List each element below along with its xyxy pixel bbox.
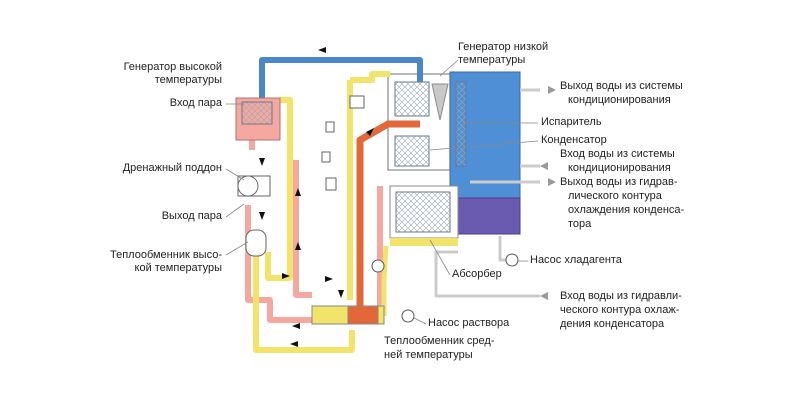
evaporator-coil [455, 81, 467, 167]
label-ac-out-2: кондиционирования [568, 94, 671, 106]
control-instruments [321, 95, 365, 191]
label-evaporator: Испаритель [541, 116, 602, 128]
label-cool-out-2: лического контура [568, 190, 662, 202]
weak-solution-pipe-absorber [381, 245, 389, 316]
arrow-down-center [338, 290, 344, 298]
absorber-coil [395, 191, 451, 233]
pipe-flow-arrows [259, 47, 374, 347]
label-cool-out-4: тора [568, 218, 592, 230]
arrow-up-pipe [295, 242, 301, 250]
absorber-purple-section [449, 197, 521, 235]
strong-solution-pipe [356, 120, 420, 312]
label-mid-exchanger-1: Теплообменник сред- [384, 335, 495, 347]
lp-generator-divider [431, 83, 449, 121]
absorber-sump [390, 238, 458, 246]
flow-arrows [540, 86, 556, 300]
drain-pan-frame [237, 175, 271, 197]
arrow-vapor [318, 47, 326, 53]
arrow-left-bottom-2 [290, 341, 298, 347]
hot-solution-pipe-left [245, 140, 312, 323]
label-hp-generator-1: Генератор высокой [123, 61, 222, 73]
label-absorber: Абсорбер [452, 268, 502, 280]
hot-solution-pipe-up [293, 160, 312, 298]
arrow-chilled-out [548, 86, 556, 94]
refrigerant-pump [505, 253, 519, 267]
control-valve [321, 151, 331, 163]
label-mid-exchanger-2: ней температуры [384, 349, 473, 361]
label-hp-exchanger-1: Теплообменник высо- [109, 249, 222, 261]
label-steam-out: Выход пара [161, 210, 222, 222]
label-ac-out-1: Выход воды из системы [560, 80, 683, 92]
mid-heat-exchanger-hot [347, 305, 379, 325]
label-steam-in: Вход пара [169, 97, 222, 109]
label-condenser: Конденсатор [541, 134, 607, 146]
label-cool-out-3: охлаждения конденса- [568, 204, 685, 216]
arrow-down-left-2 [259, 212, 265, 220]
hp-generator [235, 97, 281, 141]
label-ac-in-2: кондиционирования [568, 162, 671, 174]
drain-pan-body [237, 175, 259, 197]
absorber-valve [371, 259, 385, 273]
label-hp-generator-2: температуры [154, 74, 222, 86]
mid-heat-exchanger [311, 305, 385, 325]
arrow-up-center [295, 188, 301, 196]
arrow-cool-in [540, 292, 548, 300]
lp-generator-coil [394, 81, 430, 117]
arrow-right-bottom [282, 273, 290, 279]
vapor-pipe [259, 57, 423, 98]
arrow-curve [366, 128, 374, 136]
arrow-right-mid [325, 276, 333, 282]
piping [245, 57, 540, 353]
arrow-cool-out [548, 178, 556, 186]
label-lp-generator-2: температуры [458, 54, 526, 66]
label-cool-out-1: Выход воды из гидрав- [560, 176, 678, 188]
label-cool-in-3: дения конденсатора [560, 318, 665, 330]
chiller-shell [387, 71, 521, 246]
label-refrigerant-pump: Насос хладагента [530, 254, 622, 266]
condenser-coil [394, 135, 430, 167]
label-solution-pump: Насос раствора [428, 317, 510, 329]
control-box [349, 95, 365, 109]
arrow-down-left [259, 158, 265, 166]
control-valve [325, 177, 337, 191]
hp-heat-exchanger [245, 229, 267, 257]
label-cool-in-1: Вход воды из гидравли- [560, 290, 682, 302]
label-hp-exchanger-2: кой температуры [134, 262, 222, 274]
hp-generator-coil [241, 101, 273, 125]
weak-solution-pipe-hp [265, 97, 293, 281]
arrow-left-bottom [292, 323, 300, 329]
label-ac-in-1: Вход воды из системы [560, 148, 675, 160]
arrow-chilled-in [540, 162, 548, 170]
control-valve [325, 121, 335, 133]
drain-pan [237, 175, 271, 197]
label-cool-in-2: ческого контура охлаж- [560, 304, 680, 316]
weak-solution-pipe-outer [253, 250, 355, 353]
solution-pump [401, 309, 415, 323]
label-lp-generator-1: Генератор низкой [458, 41, 549, 53]
weak-solution-pipe-top [350, 71, 390, 83]
label-drain-pan: Дренажный поддон [122, 162, 222, 174]
